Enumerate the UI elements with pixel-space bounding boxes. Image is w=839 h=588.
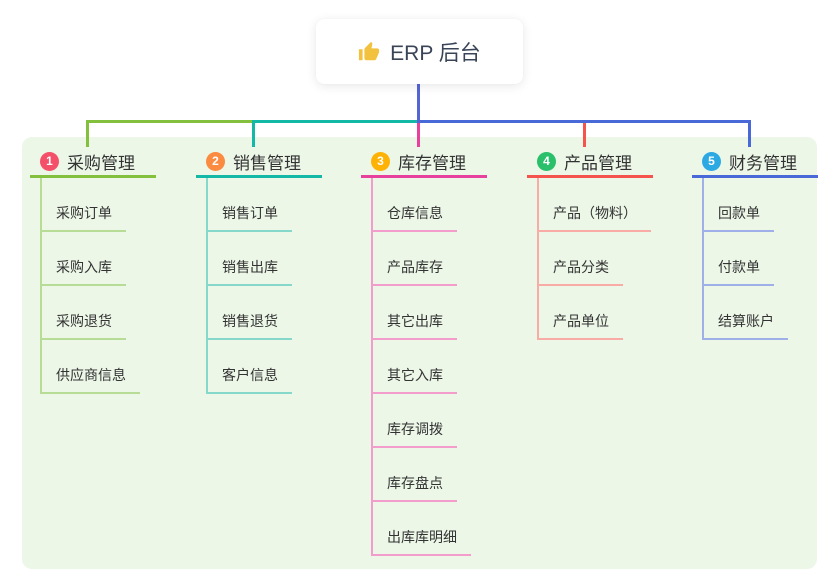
branch-child-connector xyxy=(702,178,704,340)
child-node[interactable]: 其它出库 xyxy=(371,286,457,340)
child-label: 采购订单 xyxy=(56,205,112,221)
child-node[interactable]: 付款单 xyxy=(702,232,774,286)
connector-line xyxy=(583,123,586,147)
branch-number-badge: 5 xyxy=(702,151,721,171)
child-label: 客户信息 xyxy=(222,367,278,383)
branch-label: 采购管理 xyxy=(67,153,135,173)
connector-line xyxy=(252,120,255,147)
connector-line xyxy=(86,120,89,147)
child-node[interactable]: 出库库明细 xyxy=(371,502,471,556)
branch-number-badge: 2 xyxy=(206,151,225,171)
child-node[interactable]: 回款单 xyxy=(702,178,774,232)
child-label: 采购入库 xyxy=(56,259,112,275)
child-node[interactable]: 结算账户 xyxy=(702,286,788,340)
child-label: 出库库明细 xyxy=(387,529,457,545)
branch-children: 采购订单采购入库采购退货供应商信息 xyxy=(40,178,140,394)
child-node[interactable]: 采购退货 xyxy=(40,286,126,340)
branch-node-2[interactable]: 2 销售管理 xyxy=(196,147,322,178)
child-label: 库存调拨 xyxy=(387,421,443,437)
branch-children: 产品（物料） 产品分类产品单位 xyxy=(537,178,651,340)
branch-number-badge: 4 xyxy=(537,151,556,171)
connector-line xyxy=(86,120,255,123)
connector-line xyxy=(417,120,751,123)
child-node[interactable]: 产品库存 xyxy=(371,232,457,286)
child-label: 回款单 xyxy=(718,205,760,221)
child-label: 销售订单 xyxy=(222,205,278,221)
branch-node-1[interactable]: 1 采购管理 xyxy=(30,147,156,178)
child-node[interactable]: 销售出库 xyxy=(206,232,292,286)
branch-child-connector xyxy=(206,178,208,394)
child-node[interactable]: 产品单位 xyxy=(537,286,623,340)
connector-line xyxy=(417,123,420,147)
branch-children: 销售订单销售出库销售退货客户信息 xyxy=(206,178,292,394)
child-node[interactable]: 库存调拨 xyxy=(371,394,457,448)
child-label: 其它出库 xyxy=(387,313,443,329)
child-node[interactable]: 仓库信息 xyxy=(371,178,457,232)
child-node[interactable]: 销售退货 xyxy=(206,286,292,340)
child-label: 付款单 xyxy=(718,259,760,275)
branch-node-5[interactable]: 5 财务管理 xyxy=(692,147,818,178)
branch-child-connector xyxy=(40,178,42,394)
mindmap-panel xyxy=(22,137,817,569)
child-label: 采购退货 xyxy=(56,313,112,329)
branch-label: 库存管理 xyxy=(398,153,466,173)
child-node[interactable]: 供应商信息 xyxy=(40,340,140,394)
branch-child-connector xyxy=(371,178,373,556)
child-label: 仓库信息 xyxy=(387,205,443,221)
child-label: 其它入库 xyxy=(387,367,443,383)
connector-line xyxy=(748,120,751,147)
branch-label: 销售管理 xyxy=(233,153,301,173)
root-title: ERP 后台 xyxy=(390,41,481,65)
child-label: 销售出库 xyxy=(222,259,278,275)
child-node[interactable]: 销售订单 xyxy=(206,178,292,232)
root-node[interactable]: ERP 后台 xyxy=(316,19,523,84)
branch-label: 产品管理 xyxy=(564,153,632,173)
child-label: 产品（物料） xyxy=(553,205,637,221)
branch-number-badge: 3 xyxy=(371,151,390,171)
child-node[interactable]: 产品分类 xyxy=(537,232,623,286)
thumbs-up-icon xyxy=(358,41,380,63)
connector-line xyxy=(417,84,420,123)
connector-line xyxy=(252,120,420,123)
child-label: 产品库存 xyxy=(387,259,443,275)
child-label: 结算账户 xyxy=(718,313,774,329)
child-label: 供应商信息 xyxy=(56,367,126,383)
branch-child-connector xyxy=(537,178,539,340)
child-label: 产品分类 xyxy=(553,259,609,275)
child-label: 库存盘点 xyxy=(387,475,443,491)
child-node[interactable]: 库存盘点 xyxy=(371,448,457,502)
child-label: 产品单位 xyxy=(553,313,609,329)
child-label: 销售退货 xyxy=(222,313,278,329)
child-node[interactable]: 客户信息 xyxy=(206,340,292,394)
child-node[interactable]: 产品（物料） xyxy=(537,178,651,232)
branch-label: 财务管理 xyxy=(729,153,797,173)
branch-number-badge: 1 xyxy=(40,151,59,171)
branch-children: 仓库信息产品库存其它出库其它入库库存调拨库存盘点出库库明细 xyxy=(371,178,471,556)
child-node[interactable]: 其它入库 xyxy=(371,340,457,394)
branch-node-3[interactable]: 3 库存管理 xyxy=(361,147,487,178)
child-node[interactable]: 采购入库 xyxy=(40,232,126,286)
branch-node-4[interactable]: 4 产品管理 xyxy=(527,147,653,178)
child-node[interactable]: 采购订单 xyxy=(40,178,126,232)
branch-children: 回款单付款单结算账户 xyxy=(702,178,788,340)
